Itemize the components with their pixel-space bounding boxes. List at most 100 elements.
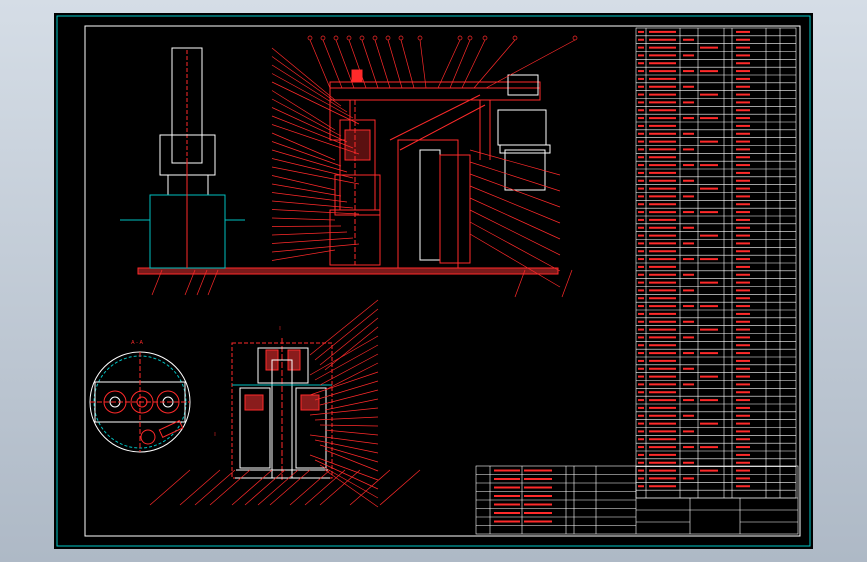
leader-line [271,141,342,167]
leader-line [257,469,299,506]
balloon [398,35,404,41]
leader-line [314,459,379,490]
leader-line [400,39,415,89]
leader-line [348,39,367,89]
leader-line [387,39,403,89]
leader-line [335,39,355,89]
leader-line [244,469,286,506]
leader-line [196,269,208,296]
leader-line [361,39,379,89]
leader-line [271,73,354,119]
leader-line [309,434,379,445]
leader-line [419,39,427,89]
leader-line [469,185,561,224]
main-assembly-view [120,47,559,275]
leader-line [271,64,348,113]
leader-line [271,249,336,261]
leader-line [324,469,379,508]
leader-line [449,39,471,89]
balloon [333,35,339,41]
leader-line [271,200,354,209]
leader-line [271,107,348,143]
leader-line [514,269,526,298]
leader-line [469,209,561,256]
leader-line [309,454,379,481]
leader-line [437,39,461,89]
leader-line [207,269,219,296]
leader-line [271,149,348,173]
leader-line [271,166,360,185]
leader-line [271,56,342,107]
leader-line [271,192,348,203]
leader-line [314,380,379,401]
leader-line [314,439,379,454]
balloon [307,35,313,41]
leader-line [561,269,573,298]
leader-line [271,98,342,137]
leader-line [319,444,379,463]
leader-line [374,39,391,89]
leader-line [184,269,196,296]
leader-line [309,39,331,89]
leader-line [309,371,379,396]
leader-line [314,416,379,421]
leader-line [151,269,163,296]
leader-line [324,326,379,371]
leader-line [271,225,342,227]
leader-line [349,469,391,506]
leader-line [461,39,486,89]
leader-line [271,217,336,221]
leader-line [209,469,251,506]
title-block [475,465,799,535]
leader-line [314,344,379,381]
balloon [457,35,463,41]
balloon [482,35,488,41]
leader-line [304,469,346,506]
balloon [512,35,518,41]
leader-line [324,449,379,472]
leader-line [324,398,379,411]
leader-line [271,81,360,125]
balloon [467,35,473,41]
leader-line [319,424,379,427]
leader-line [271,115,354,149]
leader-line [473,39,516,89]
leader-line [271,90,336,131]
leader-line [379,469,421,506]
leader-line [319,353,379,386]
leader-line [271,175,336,191]
leader-line [271,209,360,215]
leader-line [469,233,561,288]
leader-line [469,149,561,176]
leader-line [271,237,354,244]
leader-line [322,39,343,89]
leader-line [309,335,379,376]
leader-line [271,124,360,155]
leader-line [469,161,561,192]
leader-line [194,469,236,506]
leader-line [179,469,221,506]
inner-border [84,25,801,537]
leader-line [271,243,360,253]
leader-line [485,39,576,89]
leader-line [319,464,379,499]
leader-line [314,308,379,361]
leader-line [319,469,361,506]
leader-line [319,317,379,366]
leader-lines-main [151,35,578,298]
balloon [359,35,365,41]
leader-line [269,469,311,506]
leader-line [231,469,273,506]
view-label-detail: I [279,326,280,332]
leader-line [271,47,336,101]
section-a-a-view [89,351,191,453]
balloon [572,35,578,41]
balloon [385,35,391,41]
section-label-side: I [214,432,215,438]
leader-line [309,407,379,416]
balloon [320,35,326,41]
leader-line [271,183,342,197]
parts-list-table [635,27,797,499]
leader-line [319,389,379,406]
